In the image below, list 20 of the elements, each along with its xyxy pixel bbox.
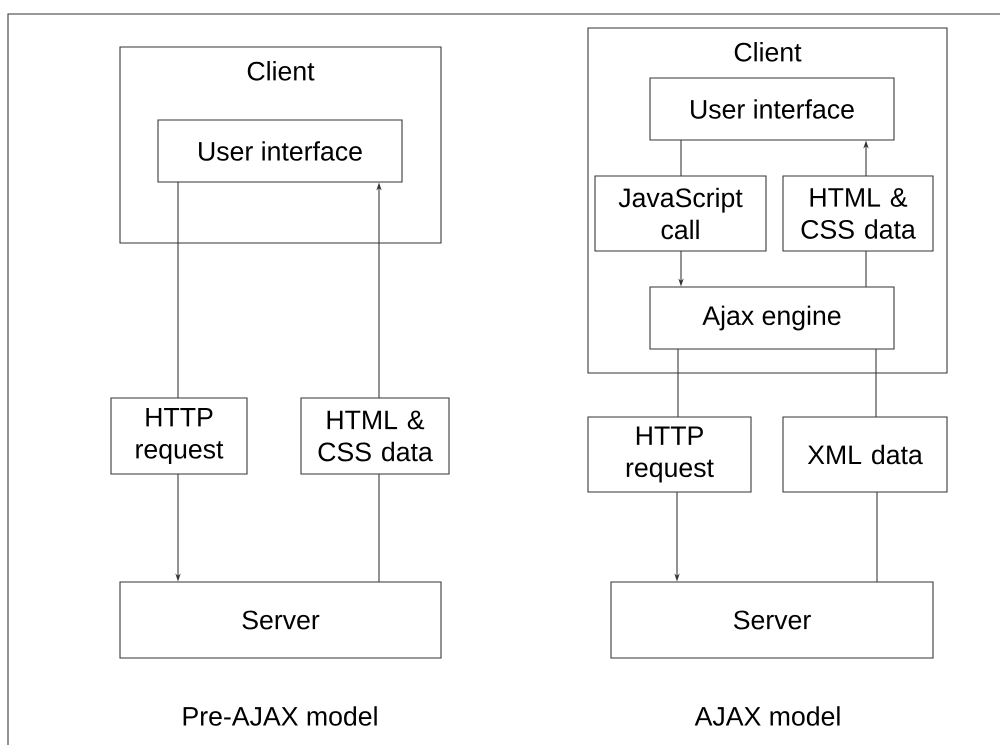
connector-line <box>680 140 682 176</box>
process-box: Server <box>610 581 934 659</box>
caption-text: AJAX model <box>694 706 840 726</box>
caption-text: Pre-AJAX model <box>184 706 377 726</box>
connector-line <box>876 492 878 582</box>
connector-line <box>177 182 179 398</box>
process-box: HTML & CSS data <box>782 175 934 252</box>
process-box: Ajax engine <box>649 286 895 350</box>
process-box: HTTP request <box>587 416 752 493</box>
process-box: User interface <box>157 119 403 183</box>
connector-line <box>677 350 679 416</box>
connector-line <box>875 350 877 416</box>
process-box: Server <box>119 581 442 659</box>
process-box: JavaScript call <box>594 175 767 252</box>
connector-line <box>865 252 867 286</box>
process-box: User interface <box>649 77 895 141</box>
process-box: XML data <box>782 416 948 493</box>
connector-line <box>378 474 380 582</box>
process-box: HTML & CSS data <box>300 397 450 475</box>
process-box: HTTP request <box>110 397 248 475</box>
